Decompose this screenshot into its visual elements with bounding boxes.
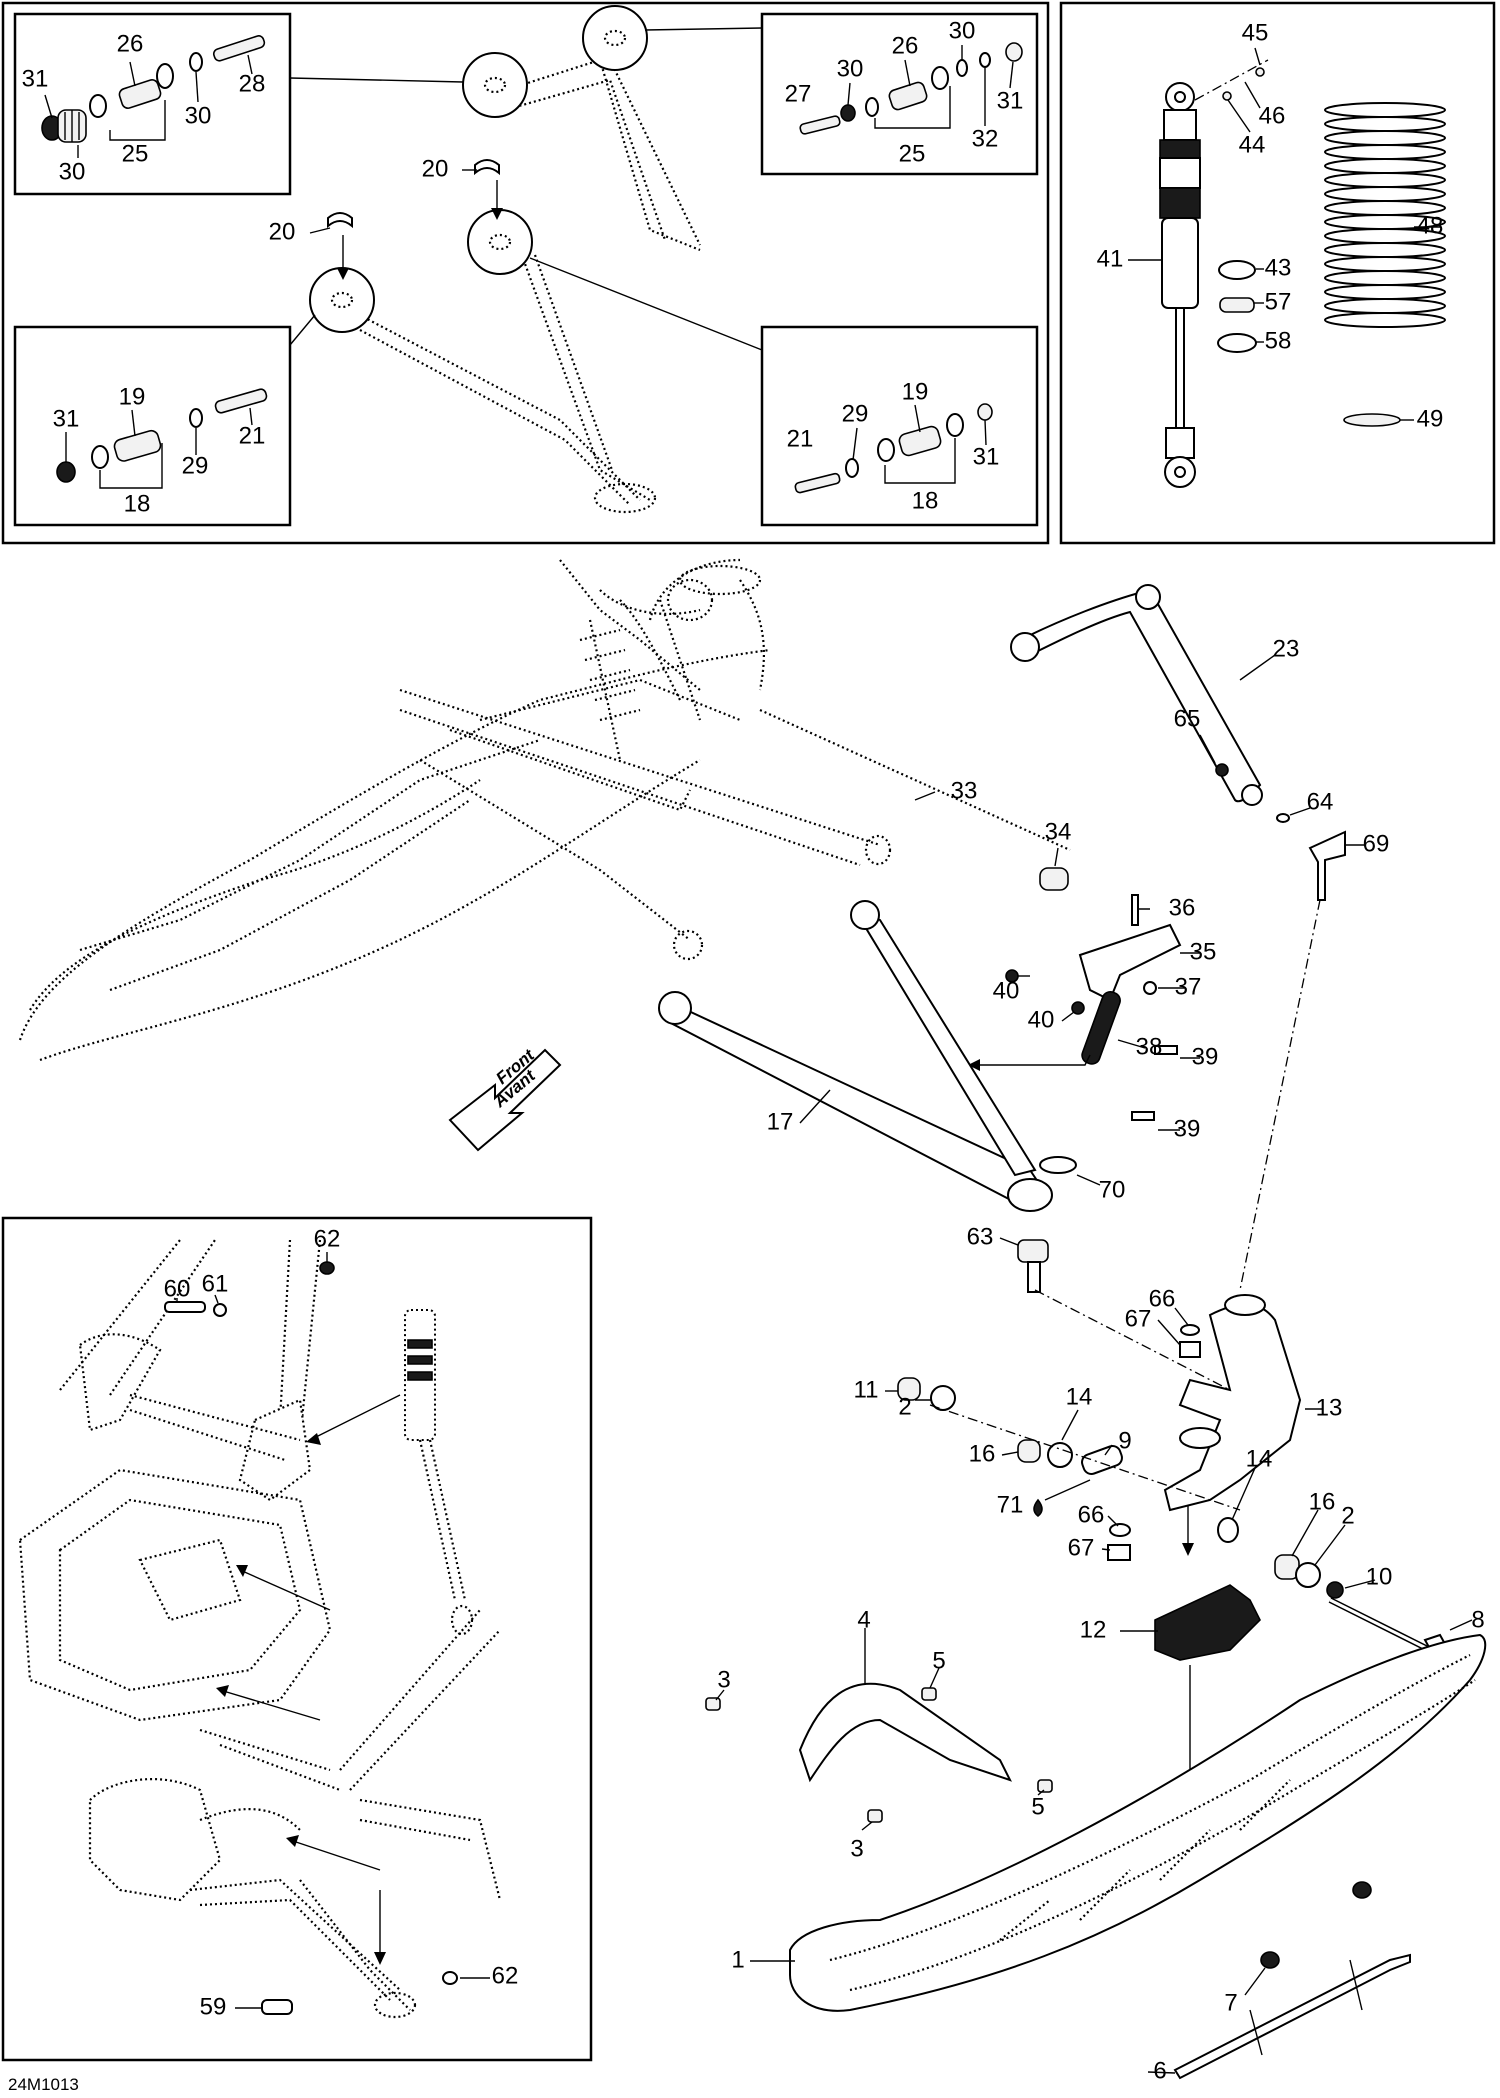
callout-2: 2 <box>898 1393 911 1420</box>
callout-16: 16 <box>1309 1488 1336 1515</box>
callout-58: 58 <box>1265 327 1292 354</box>
callout-9: 9 <box>1118 1427 1131 1454</box>
lower-a-arm <box>658 900 1231 1391</box>
callout-5: 5 <box>1031 1793 1044 1820</box>
callout-12: 12 <box>1080 1616 1107 1643</box>
callout-30: 30 <box>949 17 976 44</box>
callout-11: 11 <box>854 1376 879 1403</box>
callout-36: 36 <box>1169 894 1196 921</box>
callout-13: 13 <box>1316 1394 1343 1421</box>
callout-49: 49 <box>1417 405 1444 432</box>
callout-34: 34 <box>1045 818 1072 845</box>
callout-27: 27 <box>785 80 812 107</box>
callout-4: 4 <box>857 1606 870 1633</box>
callout-8: 8 <box>1471 1606 1484 1633</box>
callout-19: 19 <box>119 383 146 410</box>
callout-14: 14 <box>1066 1383 1093 1410</box>
ski-and-handle <box>705 1628 1487 2080</box>
callout-32: 32 <box>972 125 999 152</box>
shock-absorber-detail <box>1128 47 1446 488</box>
callout-23: 23 <box>1273 635 1300 662</box>
callout-39: 39 <box>1192 1043 1219 1070</box>
callout-25: 25 <box>899 140 926 167</box>
callout-45: 45 <box>1242 19 1269 46</box>
callout-62: 62 <box>314 1225 341 1252</box>
upper-a-arm <box>1010 584 1276 806</box>
callout-21: 21 <box>239 422 266 449</box>
callout-67: 67 <box>1068 1534 1095 1561</box>
spindle-and-ski-mount <box>885 1294 1473 1842</box>
callout-16: 16 <box>969 1440 996 1467</box>
callout-63: 63 <box>967 1223 994 1250</box>
callout-65: 65 <box>1174 705 1201 732</box>
callout-18: 18 <box>912 487 939 514</box>
callout-19: 19 <box>902 378 929 405</box>
callout-38: 38 <box>1136 1033 1163 1060</box>
callout-57: 57 <box>1265 288 1292 315</box>
callout-39: 39 <box>1174 1115 1201 1142</box>
callout-20: 20 <box>422 155 449 182</box>
callout-21: 21 <box>787 425 814 452</box>
callout-31: 31 <box>997 87 1024 114</box>
callout-70: 70 <box>1099 1176 1126 1203</box>
callout-60: 60 <box>164 1275 191 1302</box>
callout-71: 71 <box>997 1491 1024 1518</box>
callout-66: 66 <box>1078 1501 1105 1528</box>
steering-parts <box>968 807 1366 1291</box>
callout-26: 26 <box>892 32 919 59</box>
front-direction-arrow: Front Avant <box>448 1045 562 1152</box>
callout-29: 29 <box>182 452 209 479</box>
callout-59: 59 <box>200 1993 227 2020</box>
callout-40: 40 <box>993 977 1020 1004</box>
callout-46: 46 <box>1259 102 1286 129</box>
callout-31: 31 <box>973 443 1000 470</box>
callout-31: 31 <box>53 405 80 432</box>
callout-69: 69 <box>1363 830 1390 857</box>
callout-30: 30 <box>837 55 864 82</box>
callout-1: 1 <box>731 1946 744 1973</box>
callout-20: 20 <box>269 218 296 245</box>
callout-41: 41 <box>1097 245 1124 272</box>
chassis-assembly <box>18 558 1071 1062</box>
callout-44: 44 <box>1239 131 1266 158</box>
callout-29: 29 <box>842 400 869 427</box>
callout-5: 5 <box>932 1647 945 1674</box>
callout-3: 3 <box>850 1835 863 1862</box>
callout-43: 43 <box>1265 254 1292 281</box>
callout-28: 28 <box>239 70 266 97</box>
diagram-frames <box>1 1 1496 2062</box>
callout-26: 26 <box>117 30 144 57</box>
callout-7: 7 <box>1224 1989 1237 2016</box>
callout-64: 64 <box>1307 788 1334 815</box>
callout-3: 3 <box>717 1666 730 1693</box>
callout-40: 40 <box>1028 1006 1055 1033</box>
callout-25: 25 <box>122 140 149 167</box>
callout-2: 2 <box>1341 1502 1354 1529</box>
callout-67: 67 <box>1125 1305 1152 1332</box>
callout-35: 35 <box>1190 938 1217 965</box>
callout-62: 62 <box>492 1962 519 1989</box>
callout-18: 18 <box>124 490 151 517</box>
callout-17: 17 <box>767 1108 794 1135</box>
drawing-code: 24M1013 <box>8 2075 79 2094</box>
callout-37: 37 <box>1175 973 1202 1000</box>
callout-30: 30 <box>59 158 86 185</box>
callout-31: 31 <box>22 65 49 92</box>
callout-48: 48 <box>1417 212 1444 239</box>
callout-14: 14 <box>1246 1445 1273 1472</box>
callout-33: 33 <box>951 777 978 804</box>
alternate-suspension-view <box>18 1239 502 2019</box>
callout-30: 30 <box>185 102 212 129</box>
upper-a-arm-detail <box>41 5 1023 514</box>
callout-66: 66 <box>1149 1285 1176 1312</box>
callout-61: 61 <box>202 1270 229 1297</box>
callout-6: 6 <box>1153 2057 1166 2084</box>
callout-10: 10 <box>1366 1563 1393 1590</box>
